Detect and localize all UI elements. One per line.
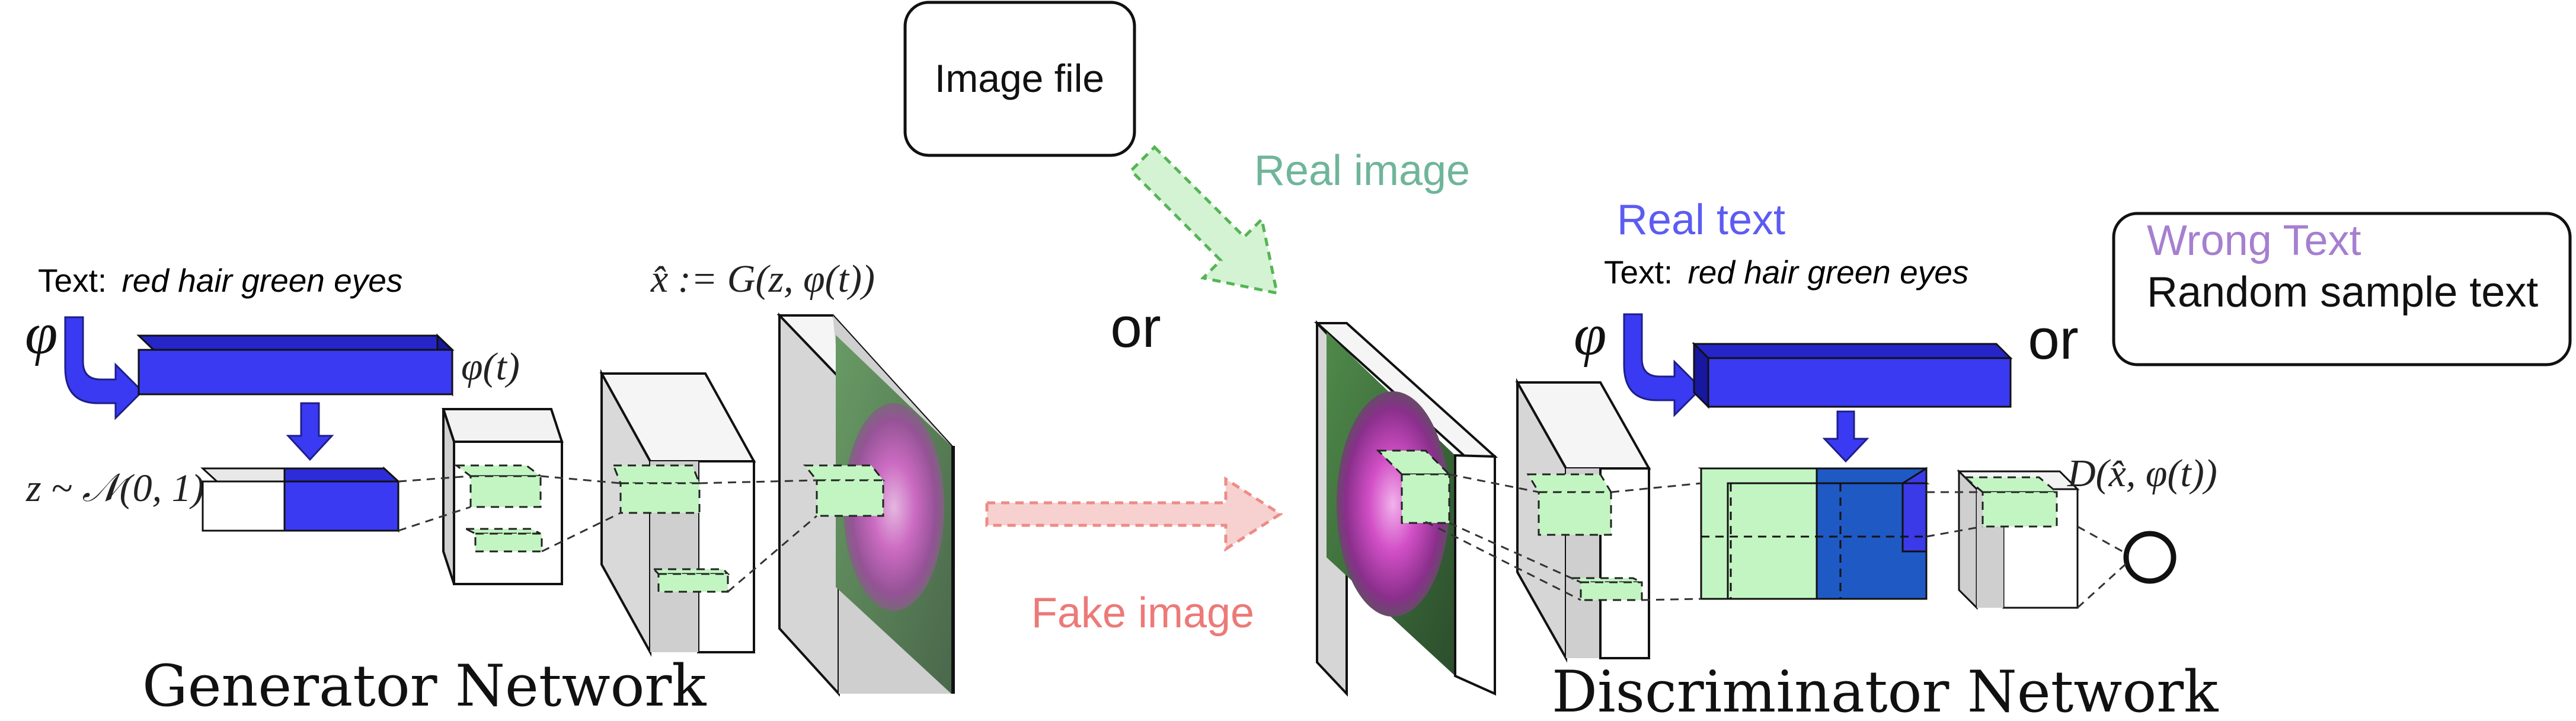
discriminator-embedding-bar — [1692, 342, 2013, 409]
wrong-text-title: Wrong Text — [2147, 217, 2361, 264]
real-image-label: Real image — [1254, 147, 1470, 194]
real-image-arrow — [1129, 145, 1279, 295]
discriminator-input-layer — [1313, 320, 1498, 697]
or-label-right: or — [2028, 308, 2078, 371]
svg-text:Text: red hair green eye: Text: red hair green eyes — [38, 262, 402, 299]
phi-t-label: φ(t) — [461, 345, 520, 388]
discriminator-score-label: D(x̂, φ(t)) — [2067, 452, 2217, 495]
generator-layer-2 — [599, 369, 756, 657]
generator-connections — [398, 475, 817, 593]
generator-output-label: x̂ := G(z, φ(t)) — [650, 257, 875, 301]
wrong-text-body: Random sample text — [2147, 269, 2538, 316]
discriminator-concat-block — [1698, 467, 1930, 600]
discriminator-connections — [1425, 473, 2129, 609]
generator-layer-1 — [442, 408, 564, 585]
discriminator-output-node — [2123, 531, 2177, 584]
generator-text-input: Text: red hair green eyes — [38, 262, 402, 299]
generator-output-layer — [776, 312, 955, 697]
discriminator-down-arrow — [1822, 410, 1869, 463]
discriminator-flower-image — [1327, 332, 1455, 676]
discriminator-title: Discriminator Network — [1552, 659, 2219, 721]
fake-image-arrow — [985, 476, 1283, 552]
generator-latent-bar — [200, 466, 401, 533]
real-text-label: Real text — [1617, 196, 1785, 244]
discriminator-layer-final — [1957, 469, 2080, 610]
or-label-left: or — [1110, 296, 1161, 359]
generator-phi-arrow — [64, 316, 144, 420]
image-file-box: Image file — [903, 1, 1136, 157]
generator-text-value: red hair green eyes — [122, 262, 402, 299]
generator-title: Generator Network — [142, 653, 707, 719]
generated-flower-image — [836, 335, 951, 694]
generator-text-prefix: Text: — [38, 262, 107, 299]
image-file-label: Image file — [935, 56, 1104, 100]
fake-image-label: Fake image — [1031, 589, 1254, 637]
discriminator-text-prefix: Text: — [1604, 254, 1673, 291]
generator-phi-symbol: φ — [25, 301, 57, 366]
discriminator-layer-2 — [1515, 378, 1651, 663]
discriminator-text-value: red hair green eyes — [1687, 254, 1968, 291]
generator-down-arrow — [286, 402, 334, 461]
discriminator-phi-symbol: φ — [1574, 302, 1606, 368]
wrong-text-box: Wrong Text Random sample text — [2112, 212, 2572, 366]
z-noise-label: z ~ 𝒩(0, 1) — [25, 467, 204, 510]
svg-text:Text: red hair green eyes: Text: red hair green eyes — [1604, 254, 1968, 291]
discriminator-phi-arrow — [1623, 313, 1703, 417]
generator-embedding-bar — [136, 333, 455, 397]
